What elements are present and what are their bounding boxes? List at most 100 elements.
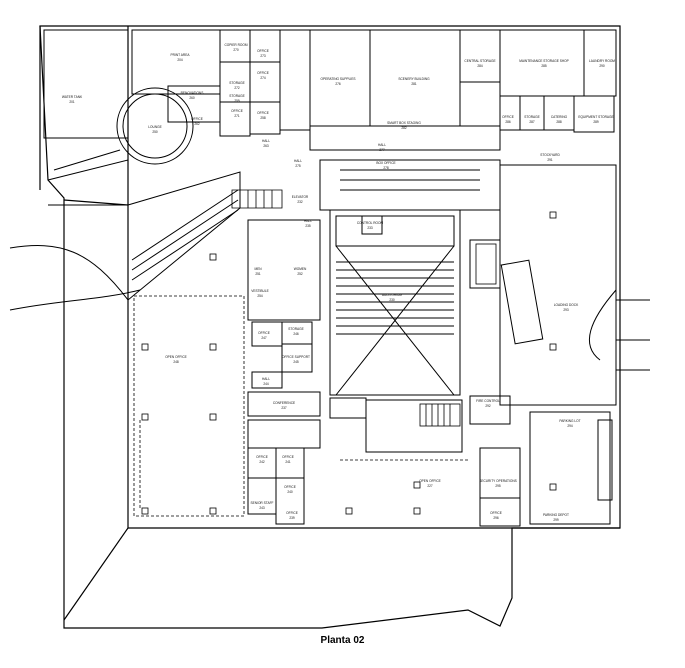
room-name-label: OFFICE <box>490 511 502 515</box>
room-name-label: CATERING <box>551 115 568 119</box>
room-name-label: HALL <box>262 377 270 381</box>
left-offices <box>247 219 463 525</box>
room-number-label: 239 <box>289 516 295 520</box>
room-number-label: 287 <box>529 120 535 124</box>
room-name-label: OFFICE <box>231 109 243 113</box>
room-number-label: 245 <box>293 360 299 364</box>
drawing-title: Planta 02 <box>320 635 365 646</box>
room-number-label: 273 <box>260 54 266 58</box>
room-name-label: CONFERENCE <box>273 401 295 405</box>
room-name-label: OFFICE <box>191 117 203 121</box>
room-number-label: 270 <box>233 48 239 52</box>
room-name-label: SECURITY OPERATIONS <box>479 479 517 483</box>
room-number-label: 289 <box>593 120 599 124</box>
room-name-label: LOUNGE <box>148 125 161 129</box>
room-number-label: 260 <box>189 96 195 100</box>
room-name-label: FIRE CONTROL <box>476 399 500 403</box>
room-number-label: 204 <box>177 58 183 62</box>
room-name-label: OFFICE <box>257 49 269 53</box>
room-name-label: BOX OFFICE <box>376 161 395 165</box>
room-name-label: OFFICE <box>286 511 298 515</box>
room-name-label: OFFICE <box>257 111 269 115</box>
room-name-label: SCENERY BUILDING <box>398 77 430 81</box>
room-name-label: MAINTENANCE STORAGE SHOP <box>519 59 569 63</box>
room-number-label: 258 <box>260 116 266 120</box>
room-name-label: PRINT AREA <box>171 53 191 57</box>
room-name-label: HALL <box>262 139 270 143</box>
room-number-label: 288 <box>556 120 562 124</box>
room-name-label: OFFICE <box>284 485 296 489</box>
room-number-label: 299 <box>553 518 559 522</box>
room-number-label: 291 <box>547 158 553 162</box>
room-name-label: HALL <box>294 159 302 163</box>
room-name-label: AUDITORIUM <box>382 293 402 297</box>
room-name-label: HALL <box>304 219 312 223</box>
room-number-label: 242 <box>259 460 265 464</box>
room-number-label: 274 <box>260 76 266 80</box>
room-name-label: RENOVATIONS <box>181 91 204 95</box>
room-number-label: 295 <box>495 484 501 488</box>
room-number-label: 237 <box>281 406 287 410</box>
auditorium-block <box>319 159 501 396</box>
room-name-label: STORAGE <box>229 81 245 85</box>
room-number-label: 281 <box>411 82 417 86</box>
room-number-label: 271 <box>234 114 240 118</box>
room-name-label: PARKING LOT <box>559 419 580 423</box>
room-number-label: 263 <box>263 144 269 148</box>
room-number-label: 243 <box>259 506 265 510</box>
room-name-label: PARKING DEPOT <box>543 513 569 517</box>
room-name-label: HALL <box>378 143 386 147</box>
room-number-label: 275 <box>295 164 301 168</box>
room-name-label: SENIOR STAFF <box>251 501 274 505</box>
room-name-label: STORAGE <box>524 115 540 119</box>
room-number-label: 240 <box>287 490 293 494</box>
room-name-label: COPIER ROOM <box>224 43 247 47</box>
room-name-label: MEN <box>254 267 262 271</box>
room-name-label: WOMEN <box>294 267 307 271</box>
room-number-label: 284 <box>477 64 483 68</box>
room-name-label: OPERATING SUPPLIES <box>320 77 355 81</box>
room-name-label: OFFICE <box>256 455 268 459</box>
room-number-label: 286 <box>505 120 511 124</box>
room-name-label: EQUIPMENT STORAGE <box>578 115 613 119</box>
room-number-label: 233 <box>367 226 373 230</box>
room-name-label: SMART BOX STAGING <box>387 121 421 125</box>
room-name-label: OFFICE <box>258 331 270 335</box>
room-name-label: OFFICE <box>282 455 294 459</box>
upper-rooms <box>43 29 617 151</box>
room-number-label: 290 <box>599 64 605 68</box>
room-number-label: 254 <box>257 294 263 298</box>
room-number-label: 248 <box>173 360 179 364</box>
structural-columns <box>141 211 557 515</box>
room-number-label: 277 <box>379 148 385 152</box>
room-number-label: 294 <box>567 424 573 428</box>
room-name-label: VESTIBULE <box>251 289 269 293</box>
room-name-label: LAUNDRY ROOM <box>589 59 615 63</box>
room-number-label: 230 <box>389 298 395 302</box>
open-office-partitions <box>133 295 470 517</box>
room-number-label: 232 <box>297 200 303 204</box>
room-number-label: 293 <box>563 308 569 312</box>
room-number-label: 250 <box>152 130 158 134</box>
room-name-label: STORAGE <box>288 327 304 331</box>
room-number-label: 272 <box>234 86 240 90</box>
room-number-label: 244 <box>263 382 269 386</box>
room-number-label: 276 <box>335 82 341 86</box>
room-name-label: OPEN OFFICE <box>165 355 187 359</box>
room-number-label: 251 <box>255 272 261 276</box>
room-name-label: STORAGE <box>229 94 245 98</box>
room-number-label: 201 <box>69 100 75 104</box>
room-number-label: 262 <box>194 122 200 126</box>
room-number-label: 282 <box>401 126 407 130</box>
room-name-label: STOCKYARD <box>540 153 560 157</box>
stairs <box>231 189 497 427</box>
room-number-label: 259 <box>234 99 240 103</box>
room-name-label: OFFICE <box>502 115 514 119</box>
room-number-label: 235 <box>305 224 311 228</box>
room-name-label: CONTROL ROOM <box>357 221 384 225</box>
room-number-label: 292 <box>485 404 491 408</box>
room-name-label: LOADING DOCK <box>554 303 579 307</box>
right-wing <box>469 164 650 527</box>
room-number-label: 296 <box>493 516 499 520</box>
